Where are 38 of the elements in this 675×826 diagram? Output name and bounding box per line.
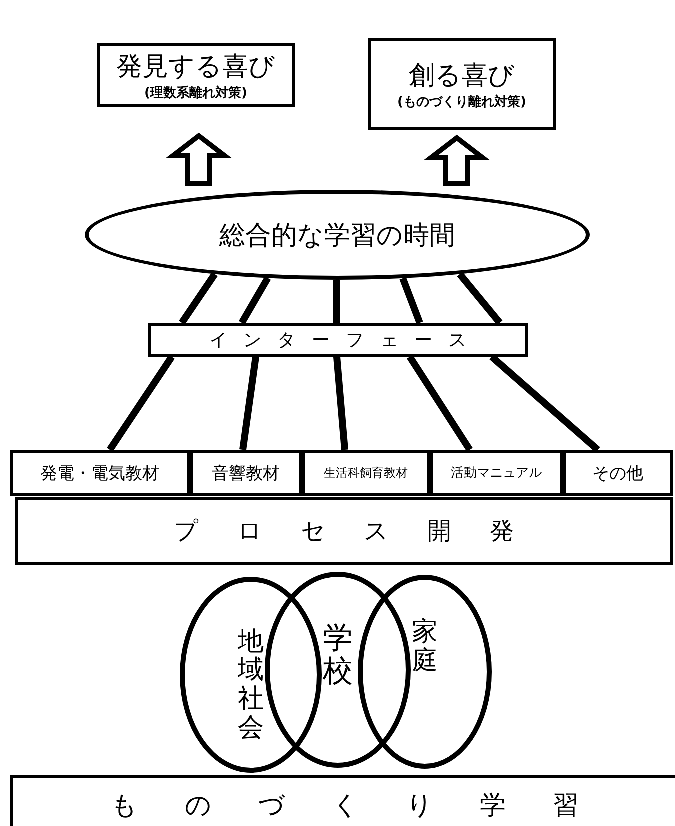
venn-circle [358, 575, 492, 769]
label-text: 生活科飼育教材 [324, 464, 408, 482]
goal-box [368, 38, 556, 130]
process-bar [15, 497, 673, 565]
hollow-arrow [424, 134, 490, 186]
label-text: ものづくり学習 [111, 790, 626, 822]
material-box [302, 450, 430, 496]
goal-box [97, 43, 295, 107]
hollow-arrow [166, 132, 232, 186]
connector-line [334, 356, 348, 450]
label-text: 活動マニュアル [451, 465, 542, 482]
label-text: 発見する喜び [116, 50, 276, 84]
material-box [190, 450, 302, 496]
label-text: 家庭 [412, 618, 438, 676]
label-text: 発電・電気教材 [40, 462, 160, 484]
label-text: 音響教材 [212, 462, 280, 484]
connector-line [407, 355, 473, 452]
connector-line [240, 356, 260, 450]
label-text: その他 [592, 462, 644, 484]
interface-bar [148, 323, 528, 357]
note-text: (理数系離れ対策) [144, 84, 248, 102]
connector-line [334, 280, 340, 323]
connector-line [457, 272, 503, 326]
label-text: インターフェース [209, 329, 483, 352]
foundation-bar [10, 775, 675, 826]
label-text: 学校 [323, 622, 353, 688]
venn-circle [265, 572, 411, 768]
label-text: プロセス開発 [174, 516, 552, 547]
connector-line [400, 277, 424, 324]
label-text: 創る喜び [409, 60, 515, 92]
material-box [10, 450, 190, 496]
material-box [430, 450, 563, 496]
connector-line [179, 272, 218, 325]
label-text: 総合的な学習の時間 [220, 220, 456, 252]
material-box [563, 450, 673, 496]
connector-line [107, 355, 175, 452]
note-text: (ものづくり離れ対策) [398, 94, 526, 110]
label-text: 地域社会 [238, 628, 264, 742]
